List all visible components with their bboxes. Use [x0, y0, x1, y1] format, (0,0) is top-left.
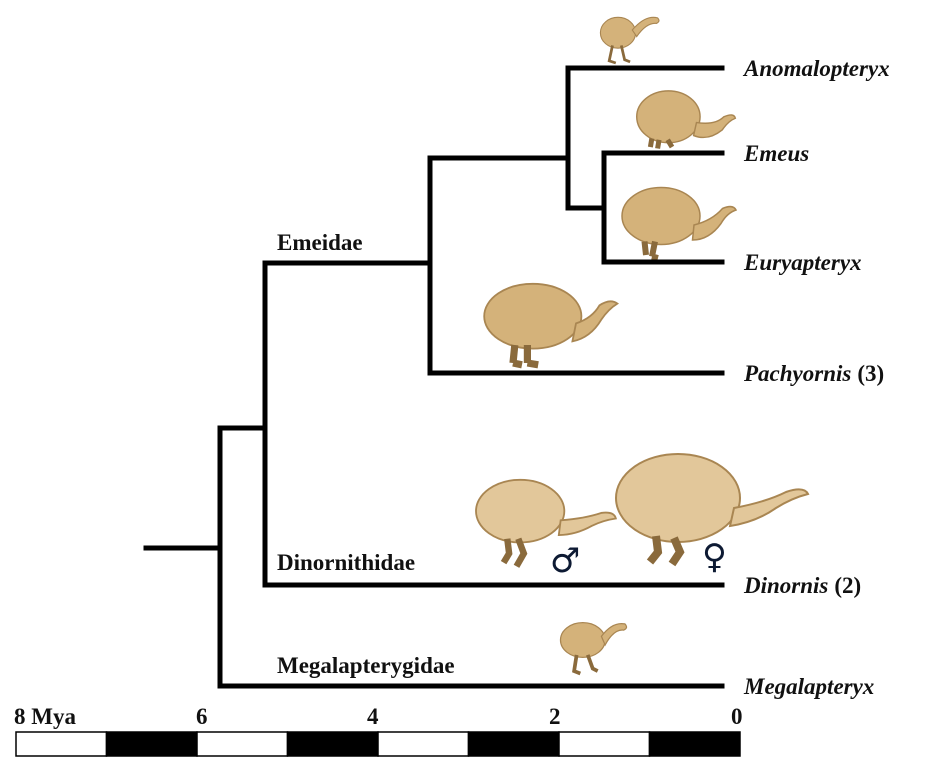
anomalopteryx-illustration: [600, 17, 659, 63]
pachyornis-illustration: [484, 284, 617, 365]
male-symbol: ♂: [550, 541, 580, 581]
timescale-segment: [16, 732, 107, 756]
bird-neck: [730, 489, 808, 526]
tip-label-anomalopteryx: Anomalopteryx: [742, 56, 890, 81]
bird-body: [637, 91, 700, 143]
timescale-segment: [650, 732, 741, 756]
timescale-label-4: 4: [367, 704, 379, 729]
timescale-segment: [107, 732, 198, 756]
emeus-illustration: [637, 91, 736, 149]
timescale-label-2: 2: [549, 704, 561, 729]
dinornis-count: (2): [834, 573, 861, 598]
bird-neck: [632, 17, 659, 36]
timescale-segment: [469, 732, 560, 756]
bird-body: [622, 188, 700, 245]
family-label-megalapterygidae: Megalapterygidae: [277, 653, 455, 678]
tip-label-dinornis: Dinornis(2): [743, 573, 861, 598]
timescale-label-0: 0: [731, 704, 743, 729]
bird-body: [616, 454, 740, 542]
bird-neck: [601, 624, 626, 645]
pachyornis-name: Pachyornis: [743, 361, 851, 386]
euryapteryx-illustration: [622, 188, 736, 259]
dinornis-name: Dinornis: [743, 573, 828, 598]
tip-label-emeus: Emeus: [743, 141, 809, 166]
dinornis-male-illustration: [476, 480, 616, 566]
timescale-label-6: 6: [196, 704, 208, 729]
family-label-emeidae: Emeidae: [277, 230, 363, 255]
female-symbol: ♀: [702, 537, 727, 577]
tip-label-euryapteryx: Euryapteryx: [743, 250, 862, 275]
timescale-segment: [378, 732, 469, 756]
bird-body: [560, 623, 605, 658]
tip-label-megalapteryx: Megalapteryx: [743, 674, 874, 699]
tree-branches: [146, 68, 722, 686]
timescale-segment: [197, 732, 288, 756]
bird-body: [600, 17, 635, 48]
timescale-bar: [16, 732, 740, 756]
bird-body: [476, 480, 564, 543]
tip-label-pachyornis: Pachyornis(3): [743, 361, 884, 386]
pachyornis-count: (3): [857, 361, 884, 386]
timescale-segment: [559, 732, 650, 756]
timescale-label-8: 8 Mya: [14, 704, 76, 729]
family-label-dinornithidae: Dinornithidae: [277, 550, 415, 575]
bird-neck: [559, 513, 616, 535]
bird-body: [484, 284, 581, 349]
megalapteryx-illustration: [560, 623, 626, 674]
timescale-segment: [288, 732, 379, 756]
